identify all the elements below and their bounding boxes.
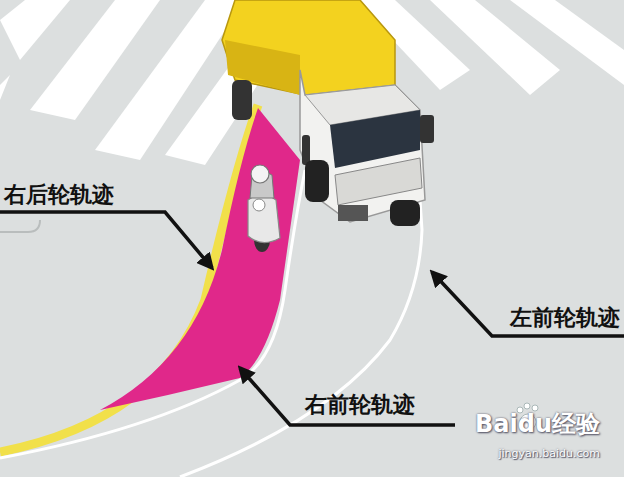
inner-wheel-blind-zone bbox=[100, 108, 300, 410]
track-label: 右后轮轨迹 bbox=[4, 180, 114, 210]
front-left-track bbox=[180, 200, 422, 477]
motorcycle-rider bbox=[248, 165, 280, 252]
watermark-url: jingyan.baidu.com bbox=[498, 447, 600, 460]
front-right-track bbox=[0, 170, 305, 458]
leader-arrows bbox=[0, 212, 624, 425]
watermark: Baidu经验 bbox=[475, 408, 600, 440]
track-label: 右前轮轨迹 bbox=[305, 390, 415, 420]
curb-line bbox=[0, 220, 40, 232]
dump-truck bbox=[222, 0, 434, 226]
track-label: 左前轮轨迹 bbox=[510, 303, 620, 333]
